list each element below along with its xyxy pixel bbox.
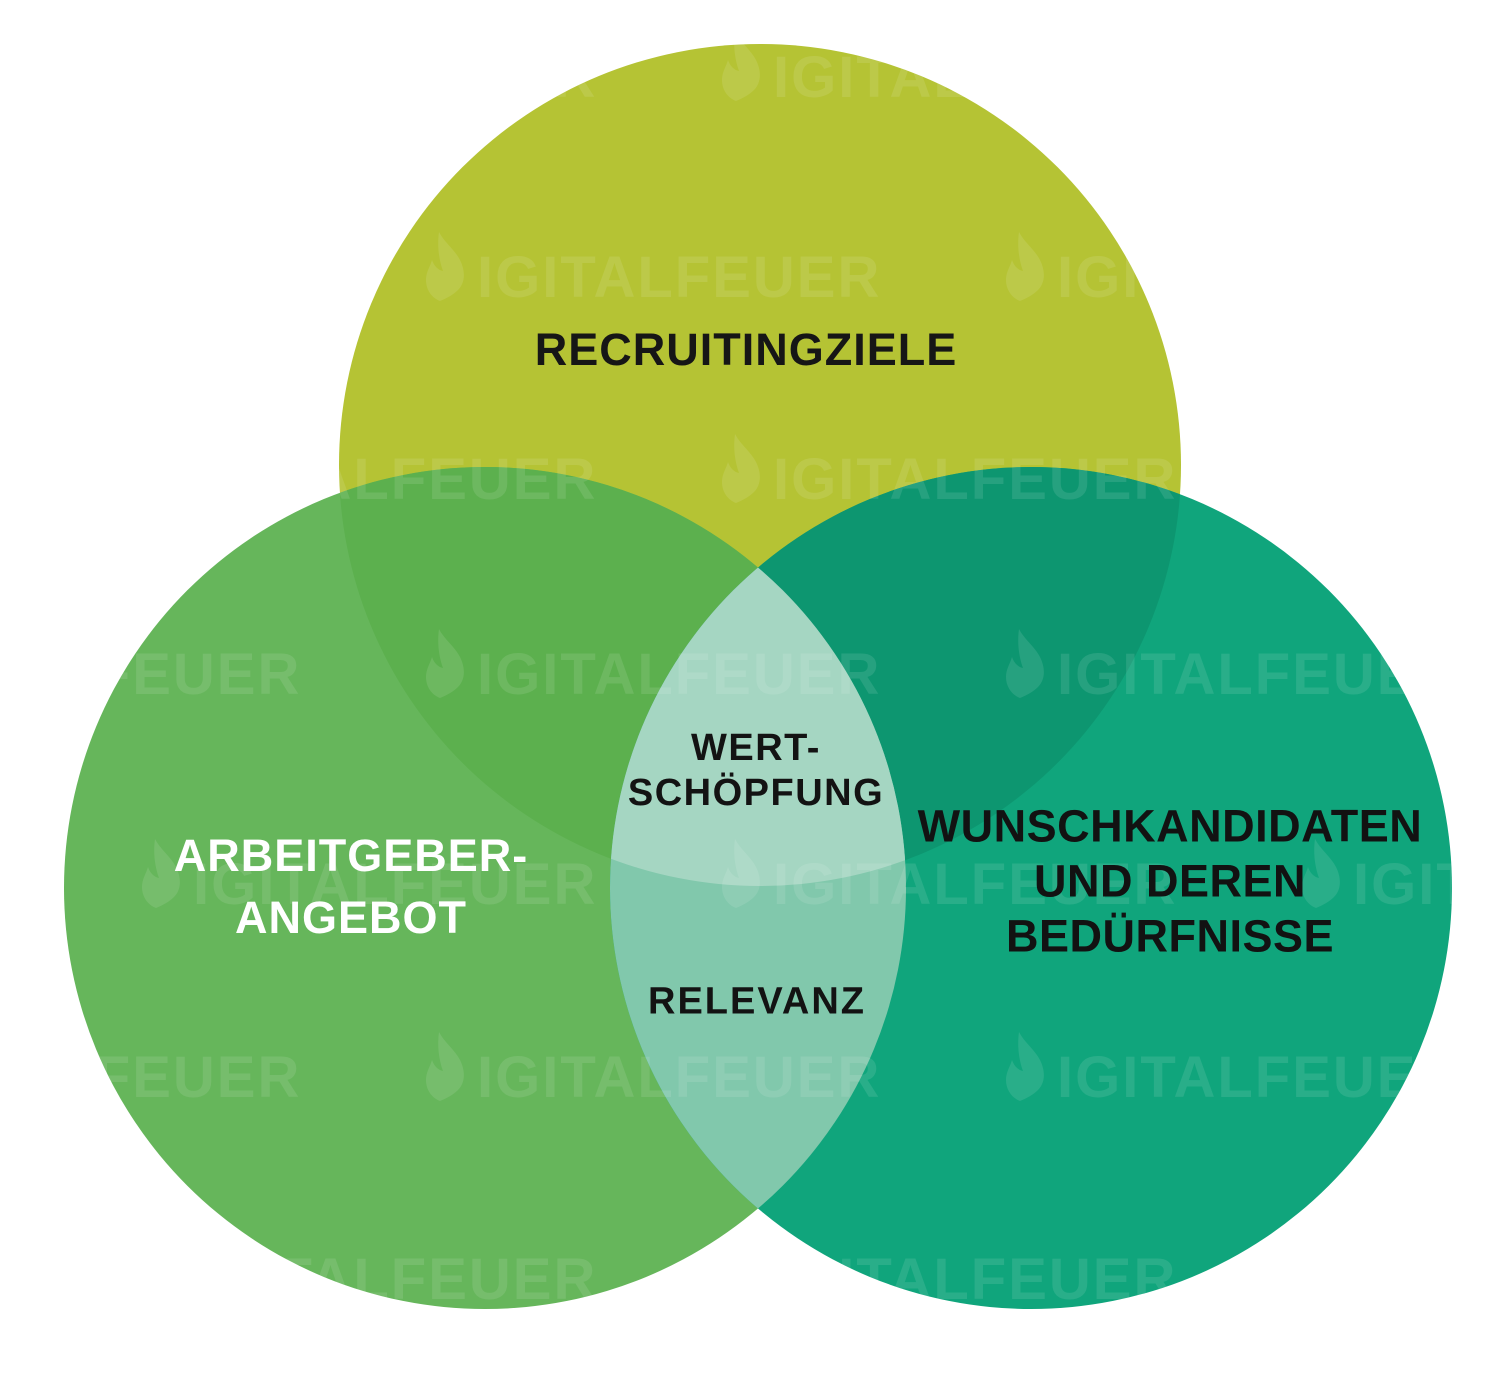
left-circle-label: ARBEITGEBER- ANGEBOT <box>174 825 529 949</box>
watermark-tile: IGITALFEUER <box>722 1234 1177 1312</box>
watermark-tile: IGITALFEUER <box>1006 232 1461 310</box>
watermark-tile: IGITALFEUER <box>142 32 597 110</box>
watermark-tile: IGITALFEUER <box>0 245 301 310</box>
watermark-tile: IGITALFEUER <box>426 629 881 707</box>
watermark-tile: IGITALFEUER <box>0 447 17 512</box>
watermark-text: IGITALFEUER <box>1353 852 1504 917</box>
label-line: BEDÜRFNISSE <box>1005 910 1335 962</box>
watermark-text: IGITALFEUER <box>1353 1247 1504 1312</box>
watermark-tile: IGITALFEUER <box>0 642 301 707</box>
watermark-text: IGITALFEUER <box>1057 1045 1461 1110</box>
top-circle-label: RECRUITINGZIELE <box>535 324 958 376</box>
watermark-text: IGITALFEUER <box>773 447 1177 512</box>
center-overlap-region <box>610 467 906 886</box>
watermark-tile: IGITALFEUER <box>0 1247 17 1312</box>
flame-icon <box>1302 1234 1340 1303</box>
watermark-tile: IGITALFEUER <box>0 1045 301 1110</box>
label-line: WUNSCHKANDIDATEN <box>917 800 1423 852</box>
flame-icon <box>722 1234 760 1303</box>
watermark-text: IGITALFEUER <box>193 45 597 110</box>
watermark-text: IGITALFEUER <box>193 1247 597 1312</box>
left-right-overlap-label: RELEVANZ <box>648 981 866 1024</box>
watermark-tile: IGITALFEUER <box>722 839 1177 917</box>
label-line: UND DEREN <box>1033 855 1307 907</box>
watermark-tile: IGITALFEUER <box>1006 629 1461 707</box>
watermark-text: IGITALFEUER <box>0 852 17 917</box>
flame-icon <box>142 434 180 503</box>
watermark-tile: IGITALFEUER <box>426 1032 881 1110</box>
flame-icon <box>1302 434 1340 503</box>
watermark-text: IGITALFEUER <box>477 1045 881 1110</box>
watermark-tile: IGITALFEUER <box>0 852 17 917</box>
watermark-text: IGITALFEUER <box>0 1045 301 1110</box>
watermark-text: IGITALFEUER <box>0 45 17 110</box>
watermark-text: IGITALFEUER <box>0 642 301 707</box>
watermark-text: IGITALFEUER <box>477 642 881 707</box>
watermark-tile: IGITALFEUER <box>1302 434 1504 512</box>
watermark-text: IGITALFEUER <box>773 1247 1177 1312</box>
watermark-tile: IGITALFEUER <box>1302 32 1504 110</box>
watermark-text: IGITALFEUER <box>1057 245 1461 310</box>
watermark-tile: IGITALFEUER <box>722 32 1177 110</box>
watermark-tile: IGITALFEUER <box>142 434 597 512</box>
watermark-text: IGITALFEUER <box>193 852 597 917</box>
watermark-text: IGITALFEUER <box>1353 447 1504 512</box>
flame-icon <box>142 1234 180 1303</box>
label-line: RELEVANZ <box>648 980 866 1023</box>
watermark-text: IGITALFEUER <box>1353 45 1504 110</box>
label-line: ANGEBOT <box>234 892 467 943</box>
label-line: SCHÖPFUNG <box>627 772 885 814</box>
label-line: RECRUITINGZIELE <box>534 324 958 375</box>
watermark-tile: IGITALFEUER <box>1302 839 1504 917</box>
label-line: ARBEITGEBER- <box>173 830 529 881</box>
label-line: WERT- <box>691 727 821 769</box>
center-overlap-label: WERT- SCHÖPFUNG <box>628 726 884 816</box>
watermark-tile: IGITALFEUER <box>1302 1234 1504 1312</box>
digitalfeuer-watermark: IGITALFEUER IGITALFEUER IGITALFEUER IGITALF… <box>0 32 1504 1312</box>
watermark-text: IGITALFEUER <box>193 447 597 512</box>
watermark-text: IGITALFEUER <box>0 1247 17 1312</box>
flame-icon <box>1302 32 1340 101</box>
watermark-text: IGITALFEUER <box>773 852 1177 917</box>
watermark-text: IGITALFEUER <box>477 245 881 310</box>
watermark-tile: IGITALFEUER <box>142 1234 597 1312</box>
watermark-tile: IGITALFEUER <box>426 232 881 310</box>
watermark-tile: IGITALFEUER <box>1006 1032 1461 1110</box>
watermark-text: IGITALFEUER <box>1057 642 1461 707</box>
watermark-text: IGITALFEUER <box>773 45 1177 110</box>
flame-icon <box>142 32 180 101</box>
watermark-tile: IGITALFEUER <box>0 45 17 110</box>
right-circle-label: WUNSCHKANDIDATEN UND DEREN BEDÜRFNISSE <box>918 799 1423 964</box>
watermark-text: IGITALFEUER <box>0 447 17 512</box>
watermark-tile: IGITALFEUER <box>722 434 1177 512</box>
watermark-text: IGITALFEUER <box>0 245 301 310</box>
watermark-tile: IGITALFEUER <box>142 839 597 917</box>
